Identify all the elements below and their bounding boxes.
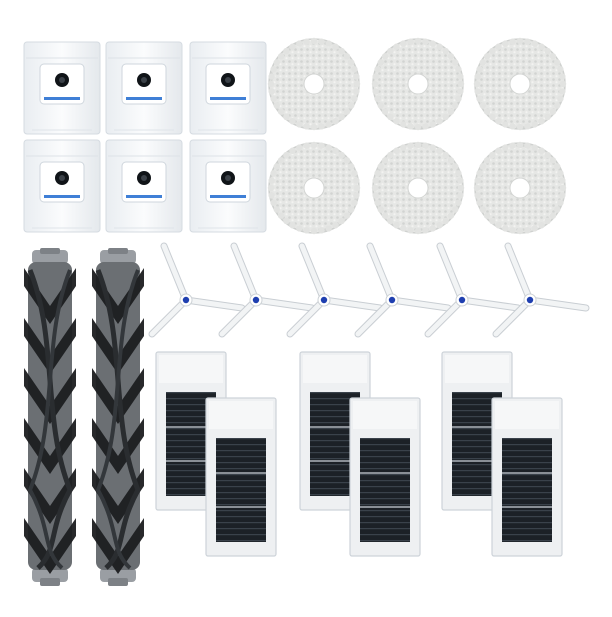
dust-bag-icon [105, 139, 183, 233]
dust-bag-icon [189, 41, 267, 135]
side-brush-icon [286, 242, 384, 338]
hepa-filter-icon [491, 397, 563, 557]
hepa-filter-icon [349, 397, 421, 557]
side-brush-icon [218, 242, 316, 338]
dust-bag-icon [23, 139, 101, 233]
mop-pad-icon [267, 37, 361, 131]
mop-pad-icon [371, 37, 465, 131]
hepa-filter-icon [205, 397, 277, 557]
dust-bag-icon [23, 41, 101, 135]
side-brush-icon [354, 242, 452, 338]
dust-bag-icon [189, 139, 267, 233]
side-brush-icon [492, 242, 590, 338]
mop-pad-icon [371, 141, 465, 235]
mop-pad-icon [267, 141, 361, 235]
side-brush-icon [148, 242, 246, 338]
mop-pad-icon [473, 141, 567, 235]
roller-brush-icon [24, 248, 76, 586]
dust-bag-icon [105, 41, 183, 135]
side-brush-icon [424, 242, 522, 338]
mop-pad-icon [473, 37, 567, 131]
roller-brush-icon [92, 248, 144, 586]
